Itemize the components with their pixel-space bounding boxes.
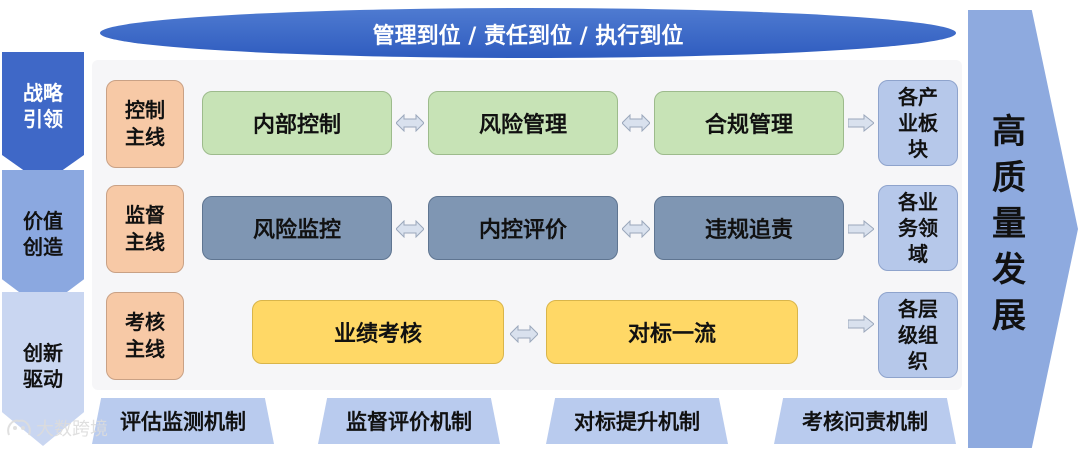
box-benchmark-first-class: 对标一流	[546, 300, 798, 364]
right-arrow-icon	[848, 220, 874, 238]
stage-label-strategy: 战略 引领	[23, 81, 63, 131]
row-label-control: 控制 主线	[106, 80, 184, 168]
right-arrow-icon	[848, 315, 874, 333]
goal-text: 高 质 量 发 展	[992, 112, 1026, 336]
target-organization-levels: 各层 级组 织	[878, 292, 958, 378]
box-violation-accountability: 违规追责	[654, 196, 844, 260]
box-risk-monitoring: 风险监控	[202, 196, 392, 260]
stage-label-value: 价值 创造	[23, 209, 63, 259]
top-banner	[100, 8, 956, 58]
box-risk-management: 风险管理	[428, 91, 618, 155]
double-arrow-icon	[396, 114, 424, 132]
box-performance-assessment: 业绩考核	[252, 300, 504, 364]
watermark: 大数跨境	[6, 413, 156, 443]
banner-text: 管理到位 / 责任到位 / 执行到位	[372, 24, 684, 49]
stage-chevron-strategy	[2, 52, 84, 184]
row-label-assessment: 考核 主线	[106, 292, 184, 380]
watermark-logo-icon	[7, 419, 31, 436]
double-arrow-icon	[622, 114, 650, 132]
double-arrow-icon	[622, 220, 650, 238]
right-arrow-icon	[848, 114, 874, 132]
mechanism-supervision-evaluation: 监督评价机制	[318, 398, 500, 444]
double-arrow-icon	[396, 220, 424, 238]
watermark-text: 大数跨境	[36, 419, 108, 440]
stage-chevron-value	[2, 170, 84, 310]
mechanism-benchmark-improvement: 对标提升机制	[546, 398, 728, 444]
target-business-areas: 各业 务领 域	[878, 185, 958, 271]
double-arrow-icon	[510, 325, 538, 343]
box-internal-control-evaluation: 内控评价	[428, 196, 618, 260]
row-label-supervision: 监督 主线	[106, 185, 184, 273]
box-compliance-management: 合规管理	[654, 91, 844, 155]
box-internal-control: 内部控制	[202, 91, 392, 155]
target-industry-sectors: 各产 业板 块	[878, 80, 958, 166]
mechanism-assessment-accountability: 考核问责机制	[774, 398, 956, 444]
stage-label-innovation: 创新 驱动	[23, 341, 63, 391]
mechanism-evaluation-monitoring: 评估监测机制	[92, 398, 274, 444]
